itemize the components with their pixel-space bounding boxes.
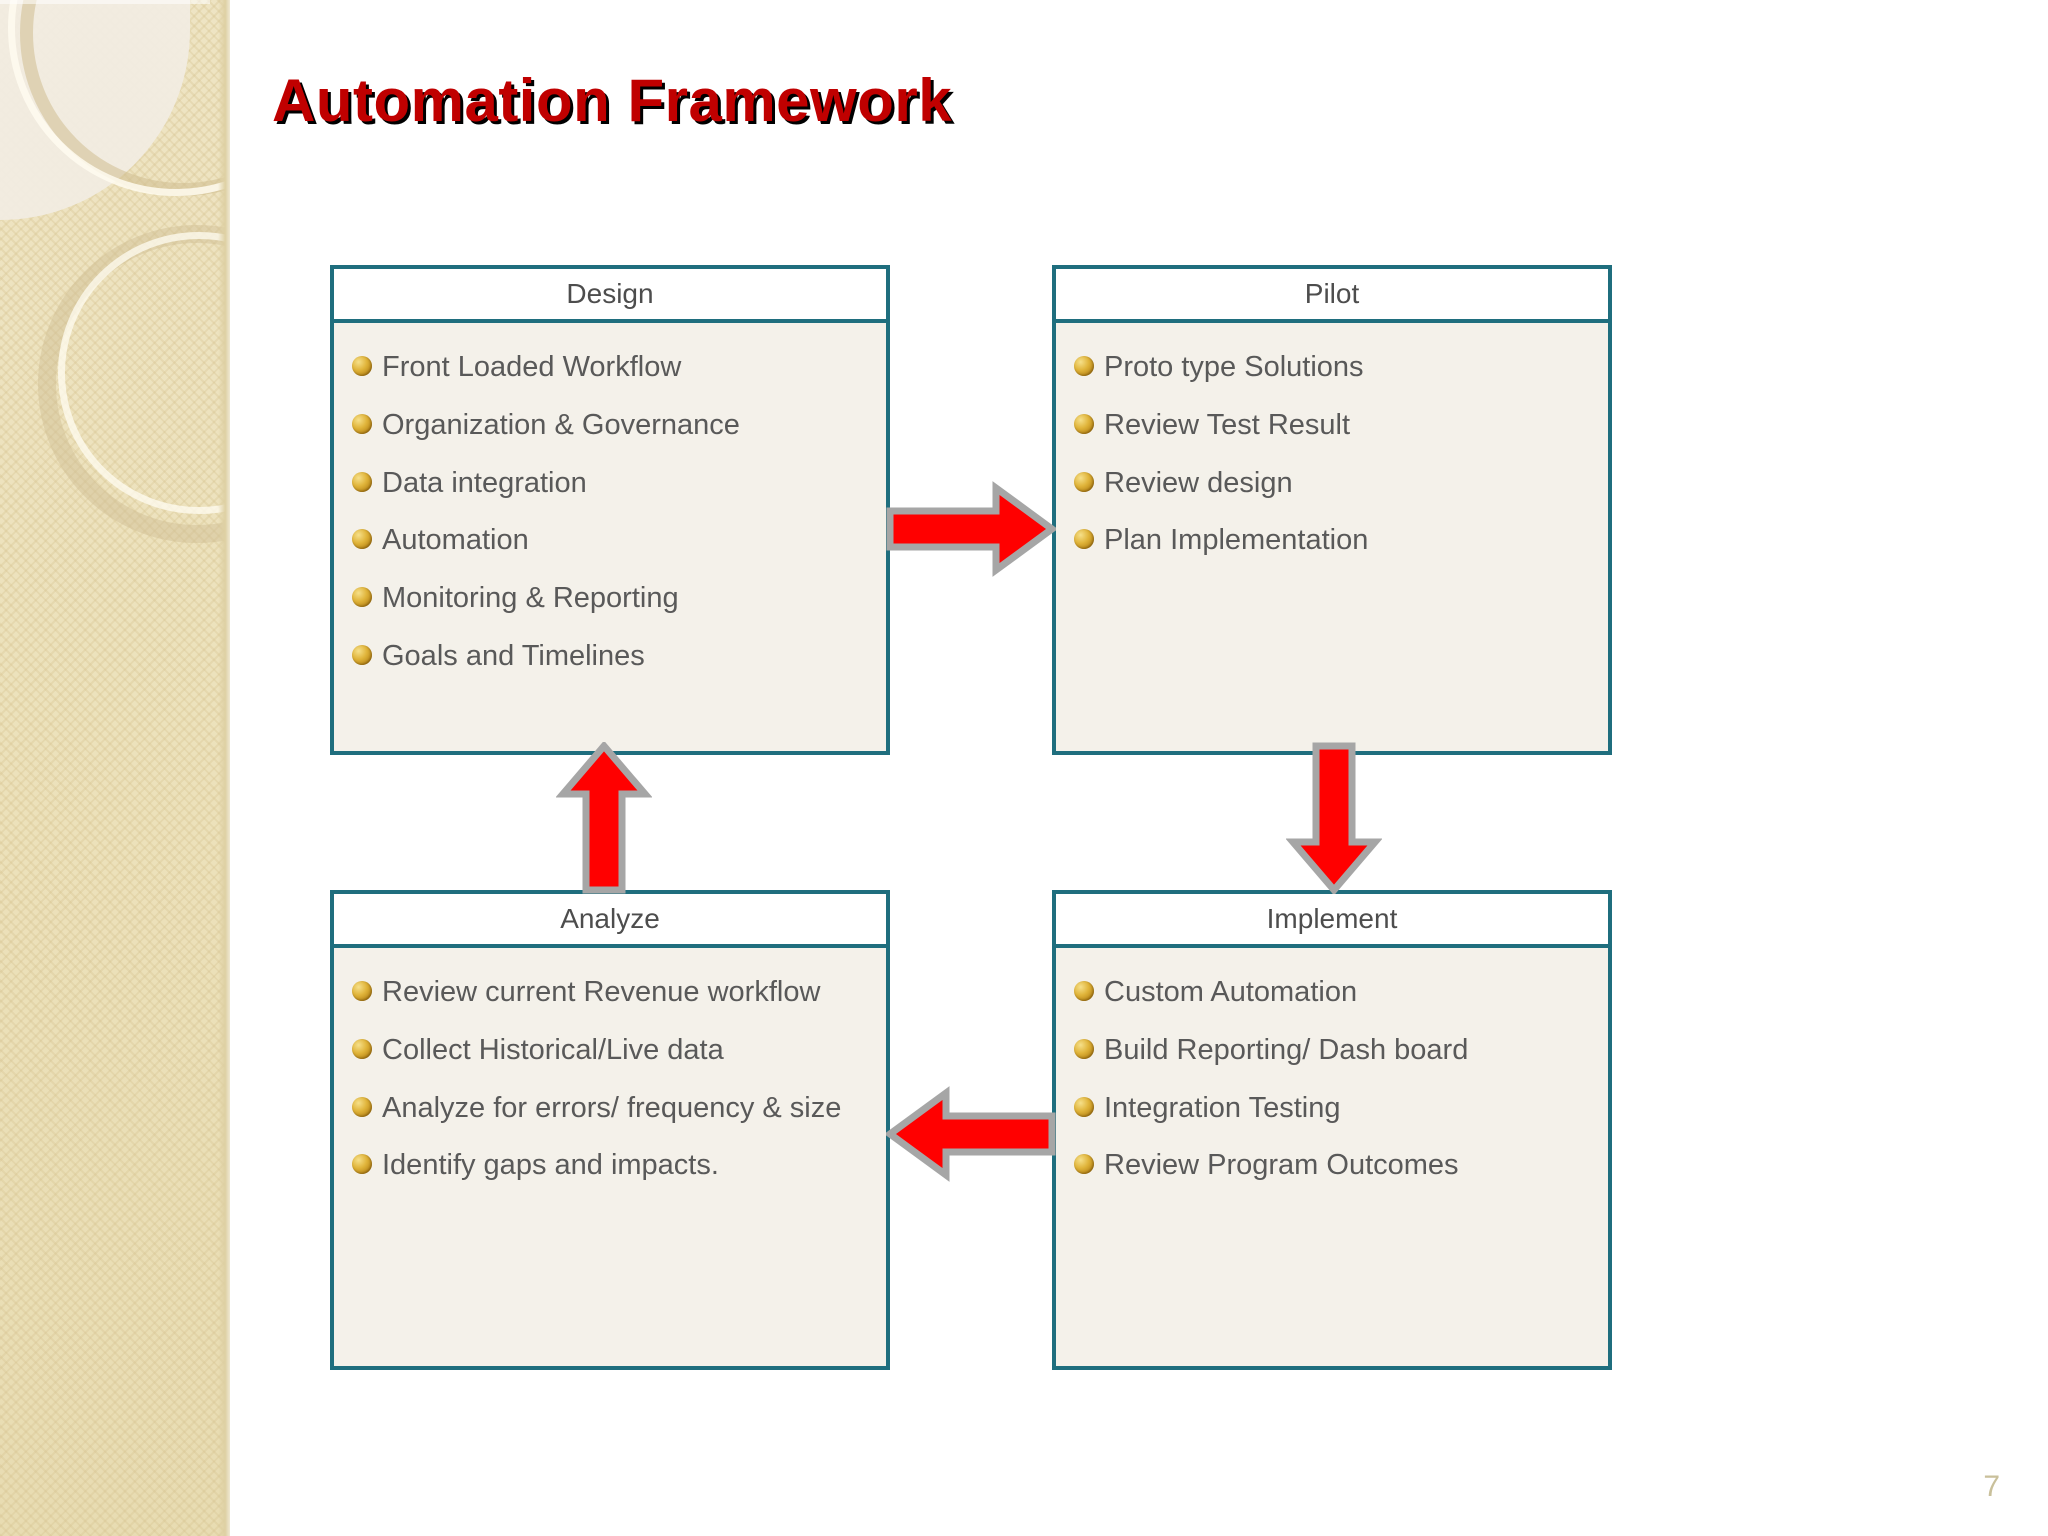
list-item: Goals and Timelines: [352, 634, 872, 680]
list-item-label: Analyze for errors/ frequency & size: [382, 1091, 842, 1124]
box-header-design: Design: [334, 269, 886, 323]
box-body-implement: Custom Automation Build Reporting/ Dash …: [1056, 948, 1608, 1211]
page-number: 7: [1983, 1470, 2000, 1503]
list-item-label: Review Program Outcomes: [1104, 1149, 1459, 1182]
box-body-design: Front Loaded Workflow Organization & Gov…: [334, 323, 886, 702]
list-item: Review design: [1074, 461, 1594, 507]
list-item-label: Review Test Result: [1104, 408, 1351, 441]
list-item-label: Data integration: [382, 466, 587, 499]
list-item: Proto type Solutions: [1074, 345, 1594, 391]
list-item-label: Integration Testing: [1104, 1091, 1341, 1124]
gold-bullet-icon: [352, 356, 372, 376]
list-item: Plan Implementation: [1074, 518, 1594, 564]
list-item-label: Plan Implementation: [1104, 524, 1369, 557]
process-box-analyze[interactable]: Analyze Review current Revenue workflow …: [330, 890, 890, 1370]
list-item-label: Proto type Solutions: [1104, 351, 1364, 383]
list-item: Review Program Outcomes: [1074, 1143, 1594, 1189]
arrow-up-icon: [556, 742, 652, 894]
list-item: Collect Historical/Live data: [352, 1028, 872, 1074]
box-header-pilot: Pilot: [1056, 269, 1608, 323]
list-item: Review Test Result: [1074, 403, 1594, 449]
list-item: Organization & Governance: [352, 403, 872, 449]
list-item: Automation: [352, 518, 872, 564]
list-item-label: Organization & Governance: [382, 408, 740, 441]
process-box-design[interactable]: Design Front Loaded Workflow Organizatio…: [330, 265, 890, 755]
gold-bullet-icon: [352, 1038, 372, 1059]
process-box-implement[interactable]: Implement Custom Automation Build Report…: [1052, 890, 1612, 1370]
gold-bullet-icon: [1074, 981, 1094, 1001]
process-box-pilot[interactable]: Pilot Proto type Solutions Review Test R…: [1052, 265, 1612, 755]
box-body-analyze: Review current Revenue workflow Collect …: [334, 948, 886, 1211]
box-header-analyze: Analyze: [334, 894, 886, 948]
gold-bullet-icon: [1074, 1154, 1094, 1175]
gold-bullet-icon: [1074, 413, 1094, 434]
gold-bullet-icon: [352, 413, 372, 434]
list-item: Monitoring & Reporting: [352, 576, 872, 622]
arrow-down-icon: [1286, 742, 1382, 894]
gold-bullet-icon: [352, 587, 372, 608]
decorative-sidebar: [0, 0, 230, 1536]
box-body-pilot: Proto type Solutions Review Test Result …: [1056, 323, 1608, 586]
list-item: Review current Revenue workflow: [352, 970, 872, 1016]
list-item-label: Build Reporting/ Dash board: [1104, 1033, 1469, 1066]
sidebar-edge-gradient: [218, 0, 230, 1536]
arrow-left-icon: [886, 1086, 1056, 1182]
list-item: Build Reporting/ Dash board: [1074, 1028, 1594, 1074]
list-item: Integration Testing: [1074, 1086, 1594, 1132]
list-item-label: Custom Automation: [1104, 976, 1358, 1008]
list-item: Data integration: [352, 461, 872, 507]
arrow-right-icon: [886, 481, 1056, 577]
list-item-label: Monitoring & Reporting: [382, 582, 679, 615]
list-item: Front Loaded Workflow: [352, 345, 872, 391]
gold-bullet-icon: [352, 529, 372, 550]
list-item-label: Collect Historical/Live data: [382, 1033, 724, 1066]
list-item: Custom Automation: [1074, 970, 1594, 1016]
list-item-label: Automation: [382, 524, 529, 557]
list-item-label: Review current Revenue workflow: [382, 976, 821, 1008]
list-item-label: Front Loaded Workflow: [382, 351, 682, 383]
gold-bullet-icon: [1074, 1038, 1094, 1059]
gold-bullet-icon: [352, 471, 372, 492]
list-item-label: Review design: [1104, 466, 1293, 499]
gold-bullet-icon: [352, 1096, 372, 1117]
gold-bullet-icon: [1074, 1096, 1094, 1117]
gold-bullet-icon: [1074, 471, 1094, 492]
box-header-implement: Implement: [1056, 894, 1608, 948]
gold-bullet-icon: [1074, 356, 1094, 376]
slide-title: Automation Framework: [272, 67, 953, 134]
sidebar-top-notch: [0, 0, 210, 4]
list-item: Identify gaps and impacts.: [352, 1143, 872, 1189]
list-item: Analyze for errors/ frequency & size: [352, 1086, 872, 1132]
gold-bullet-icon: [352, 645, 372, 666]
gold-bullet-icon: [352, 1154, 372, 1175]
list-item-label: Goals and Timelines: [382, 640, 645, 673]
gold-bullet-icon: [352, 981, 372, 1001]
list-item-label: Identify gaps and impacts.: [382, 1149, 719, 1182]
gold-bullet-icon: [1074, 529, 1094, 550]
